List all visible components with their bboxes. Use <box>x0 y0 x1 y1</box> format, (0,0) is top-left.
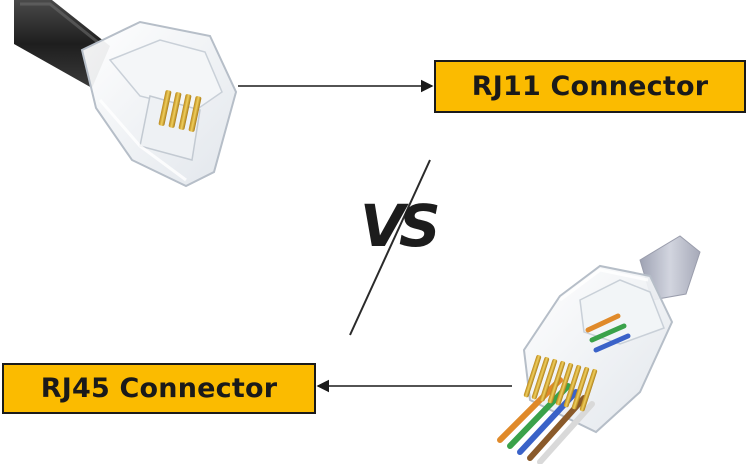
rj11-gold-pins <box>158 90 202 132</box>
divider-line <box>349 159 431 336</box>
rj45-connector-icon <box>497 264 674 464</box>
rj11-label-text: RJ11 Connector <box>471 71 709 102</box>
rj45-label-text: RJ45 Connector <box>40 373 278 404</box>
versus-mark: VS <box>360 192 441 260</box>
rj45-gold-pins <box>523 354 598 412</box>
rj11-connector-icon <box>80 20 238 188</box>
rj11-label: RJ11 Connector <box>434 60 746 113</box>
rj45-label: RJ45 Connector <box>2 363 316 414</box>
